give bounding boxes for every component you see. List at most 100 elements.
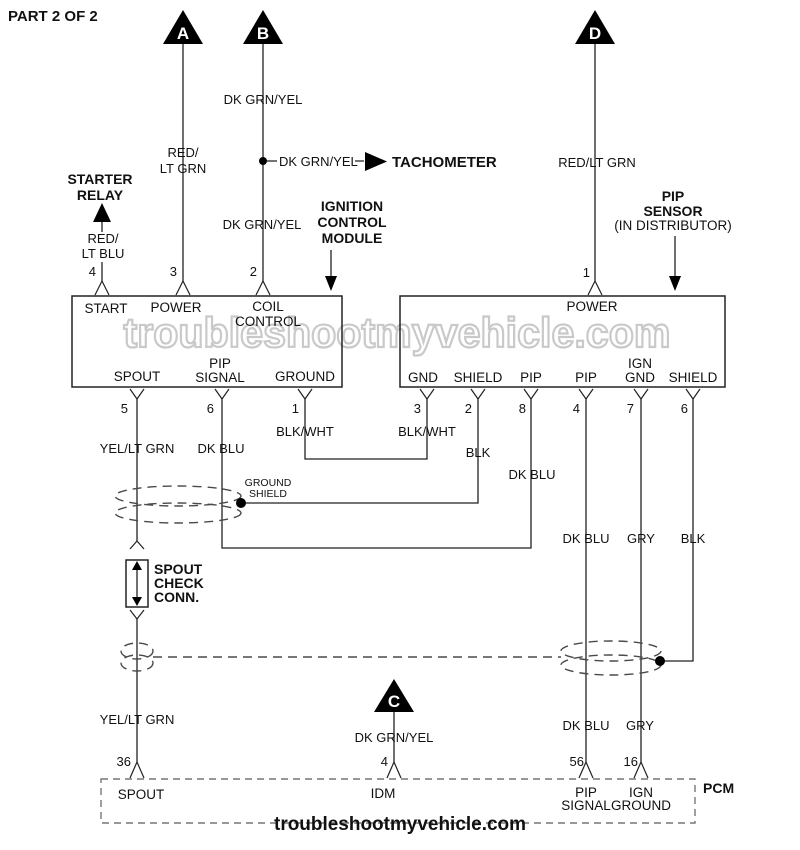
dist-pin-number: 7 [627,401,634,416]
wire-label-dk-grn-yel-c: DK GRN/YEL [355,730,434,745]
dist-pin-label-power: POWER [566,299,617,314]
connector-b-triangle-icon [243,10,283,44]
icm-pin-number: 6 [207,401,214,416]
dist-pin-label-shield: SHIELD [454,370,503,385]
starter-relay-arrow-icon [93,203,111,222]
connector-a-letter: A [177,24,189,43]
icm-pin-label-ground: GROUND [275,369,335,384]
pcm-pin-label-spout: SPOUT [118,787,165,802]
icm-pin-label-spout: SPOUT [114,369,161,384]
dist-pin-number: 2 [465,401,472,416]
icm-arrow-icon [325,276,337,291]
wire-label-dk-grn-yel-top: DK GRN/YEL [224,92,303,107]
wire-label-yel-lt-grn-2: YEL/LT GRN [100,712,175,727]
connector-fork-icon [129,761,145,779]
connector-fork-icon [419,388,435,400]
wire-label-blk-wht-2: BLK/WHT [398,424,456,439]
dist-pin-number: 6 [681,401,688,416]
connector-fork-icon [633,388,649,400]
tachometer-arrow-icon [365,152,387,171]
pip-sensor-label-2: SENSOR [643,203,702,219]
connector-fork-icon [214,388,230,400]
connector-fork-icon [587,280,603,296]
connector-fork-icon [129,540,145,550]
dist-pin-label-ign-gnd: GND [625,370,655,385]
wire-label-dk-blu-3: DK BLU [563,531,610,546]
dist-pin-label-shield2: SHIELD [669,370,718,385]
icm-pin-label-coil-2: CONTROL [235,314,301,329]
connector-fork-icon [255,280,271,296]
icm-pin-number: 1 [292,401,299,416]
wire-shield-blk-right [660,399,694,662]
icm-pin-number: 4 [89,264,96,279]
dist-pin-number: 1 [583,265,590,280]
dist-pin-label-gnd: GND [408,370,438,385]
connector-fork-icon [297,388,313,400]
connector-d-triangle-icon [575,10,615,44]
dist-pin-number: 4 [573,401,580,416]
tachometer-label: TACHOMETER [392,154,497,171]
connector-fork-icon [633,761,649,779]
connector-fork-icon [129,388,145,400]
ground-shield-dot [236,498,246,508]
icm-pin-label-power: POWER [150,300,201,315]
starter-relay-label-1: STARTER [67,171,132,187]
wire-label-dk-blu-1: DK BLU [198,441,245,456]
connector-fork-icon [685,388,701,400]
icm-pin-label-pip-2: SIGNAL [195,370,245,385]
pcm-pin-label-ign-2: GROUND [611,798,671,813]
icm-pin-label-pip-1: PIP [209,356,231,371]
wire-label-red-lt-grn-d: RED/LT GRN [558,155,636,170]
wire-label-blk-2: BLK [681,531,706,546]
dist-pin-label-ign: IGN [628,356,652,371]
icm-pin-number: 2 [250,264,257,279]
connector-a-triangle-icon [163,10,203,44]
connector-b-letter: B [257,24,269,43]
wire-label-red-lt-blu-1: RED/ [87,231,118,246]
connector-fork-icon [470,388,486,400]
connector-fork-icon [578,761,594,779]
connector-fork-icon [523,388,539,400]
distributor-connector-box [399,295,726,388]
ground-shield-label-2: SHIELD [249,488,287,500]
ground-shield-ellipse [114,485,242,507]
shield-dot-right [655,656,665,666]
wire-label-gry-1: GRY [627,531,655,546]
dist-pin-label-pip2: PIP [575,370,597,385]
wire-label-dk-grn-yel-mid: DK GRN/YEL [223,217,302,232]
pip-sensor-label-3: (IN DISTRIBUTOR) [614,218,732,233]
shield-ellipse-small [120,654,154,672]
spout-check-arrow-down-icon [132,597,142,606]
wire-label-gry-2: GRY [626,718,654,733]
pcm-pin-label-ign-1: IGN [629,785,653,800]
pcm-box [100,778,696,824]
icm-pin-number: 3 [170,264,177,279]
icm-label-3: MODULE [322,230,383,246]
pcm-pin-label-pip-1: PIP [575,785,597,800]
pip-sensor-arrow-icon [669,276,681,291]
shield-ellipse-small [120,642,154,660]
dist-pin-number: 3 [414,401,421,416]
connector-fork-icon [578,388,594,400]
wire-label-red-lt-blu-2: LT BLU [82,246,125,261]
icm-label-2: CONTROL [317,214,387,230]
spout-check-connector-box [125,559,149,608]
pip-sensor-label-1: PIP [662,188,685,204]
spout-check-arrow-up-icon [132,561,142,570]
wire-label-dk-grn-yel-tach: DK GRN/YEL [279,154,358,169]
part-label: PART 2 OF 2 [8,8,98,25]
spout-check-label-3: CONN. [154,589,199,605]
pcm-pin-number: 16 [624,754,638,769]
wire-label-yel-lt-grn: YEL/LT GRN [100,441,175,456]
wire-label-blk-wht-1: BLK/WHT [276,424,334,439]
icm-pin-label-coil-1: COIL [252,299,284,314]
wire-label-dk-blu-4: DK BLU [563,718,610,733]
pcm-pin-label-pip-2: SIGNAL [561,798,611,813]
starter-relay-label-2: RELAY [77,187,124,203]
pcm-pin-number: 56 [570,754,584,769]
icm-pin-label-start: START [84,301,127,316]
connector-fork-icon [94,280,110,296]
wire-ground-blkwht [304,399,428,460]
